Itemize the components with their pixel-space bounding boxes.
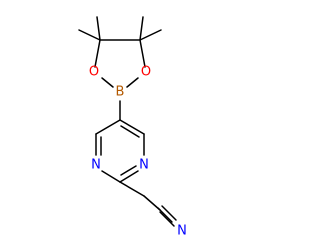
nitrogen-right-label: N <box>139 158 149 173</box>
bond-o-right-b <box>126 77 139 88</box>
bond-cn-triple-1 <box>157 207 173 223</box>
oxygen-left-label: O <box>89 65 99 80</box>
bond-c1-o-left <box>94 39 101 68</box>
bond-n3-c2 <box>119 170 139 183</box>
bond-c5-c4 <box>119 119 145 135</box>
bond-o-left-b <box>101 77 114 88</box>
boron-label: B <box>116 85 125 100</box>
bond-methyl-4 <box>139 29 162 41</box>
bond-c6-c5 <box>95 119 121 135</box>
oxygen-right-label: O <box>141 65 151 80</box>
molecule-structure: B O O N N N <box>78 16 187 239</box>
nitrogen-left-label: N <box>91 158 101 173</box>
bond-c2-ch2 <box>119 181 145 197</box>
bond-methyl-1 <box>78 29 101 41</box>
bond-n3-c2-inner <box>120 165 137 176</box>
bond-cn-triple-2 <box>161 205 177 221</box>
bond-cn-triple-3 <box>159 211 175 227</box>
bond-methyl-2 <box>96 16 101 41</box>
bond-c5-c4-inner <box>120 125 140 138</box>
bond-methyl-3 <box>139 16 144 41</box>
structure-canvas: B O O N N N <box>78 16 187 239</box>
nitrile-nitrogen-label: N <box>177 224 187 239</box>
bond-c2-n1 <box>101 170 121 183</box>
bond-c2-o-right <box>139 39 146 68</box>
